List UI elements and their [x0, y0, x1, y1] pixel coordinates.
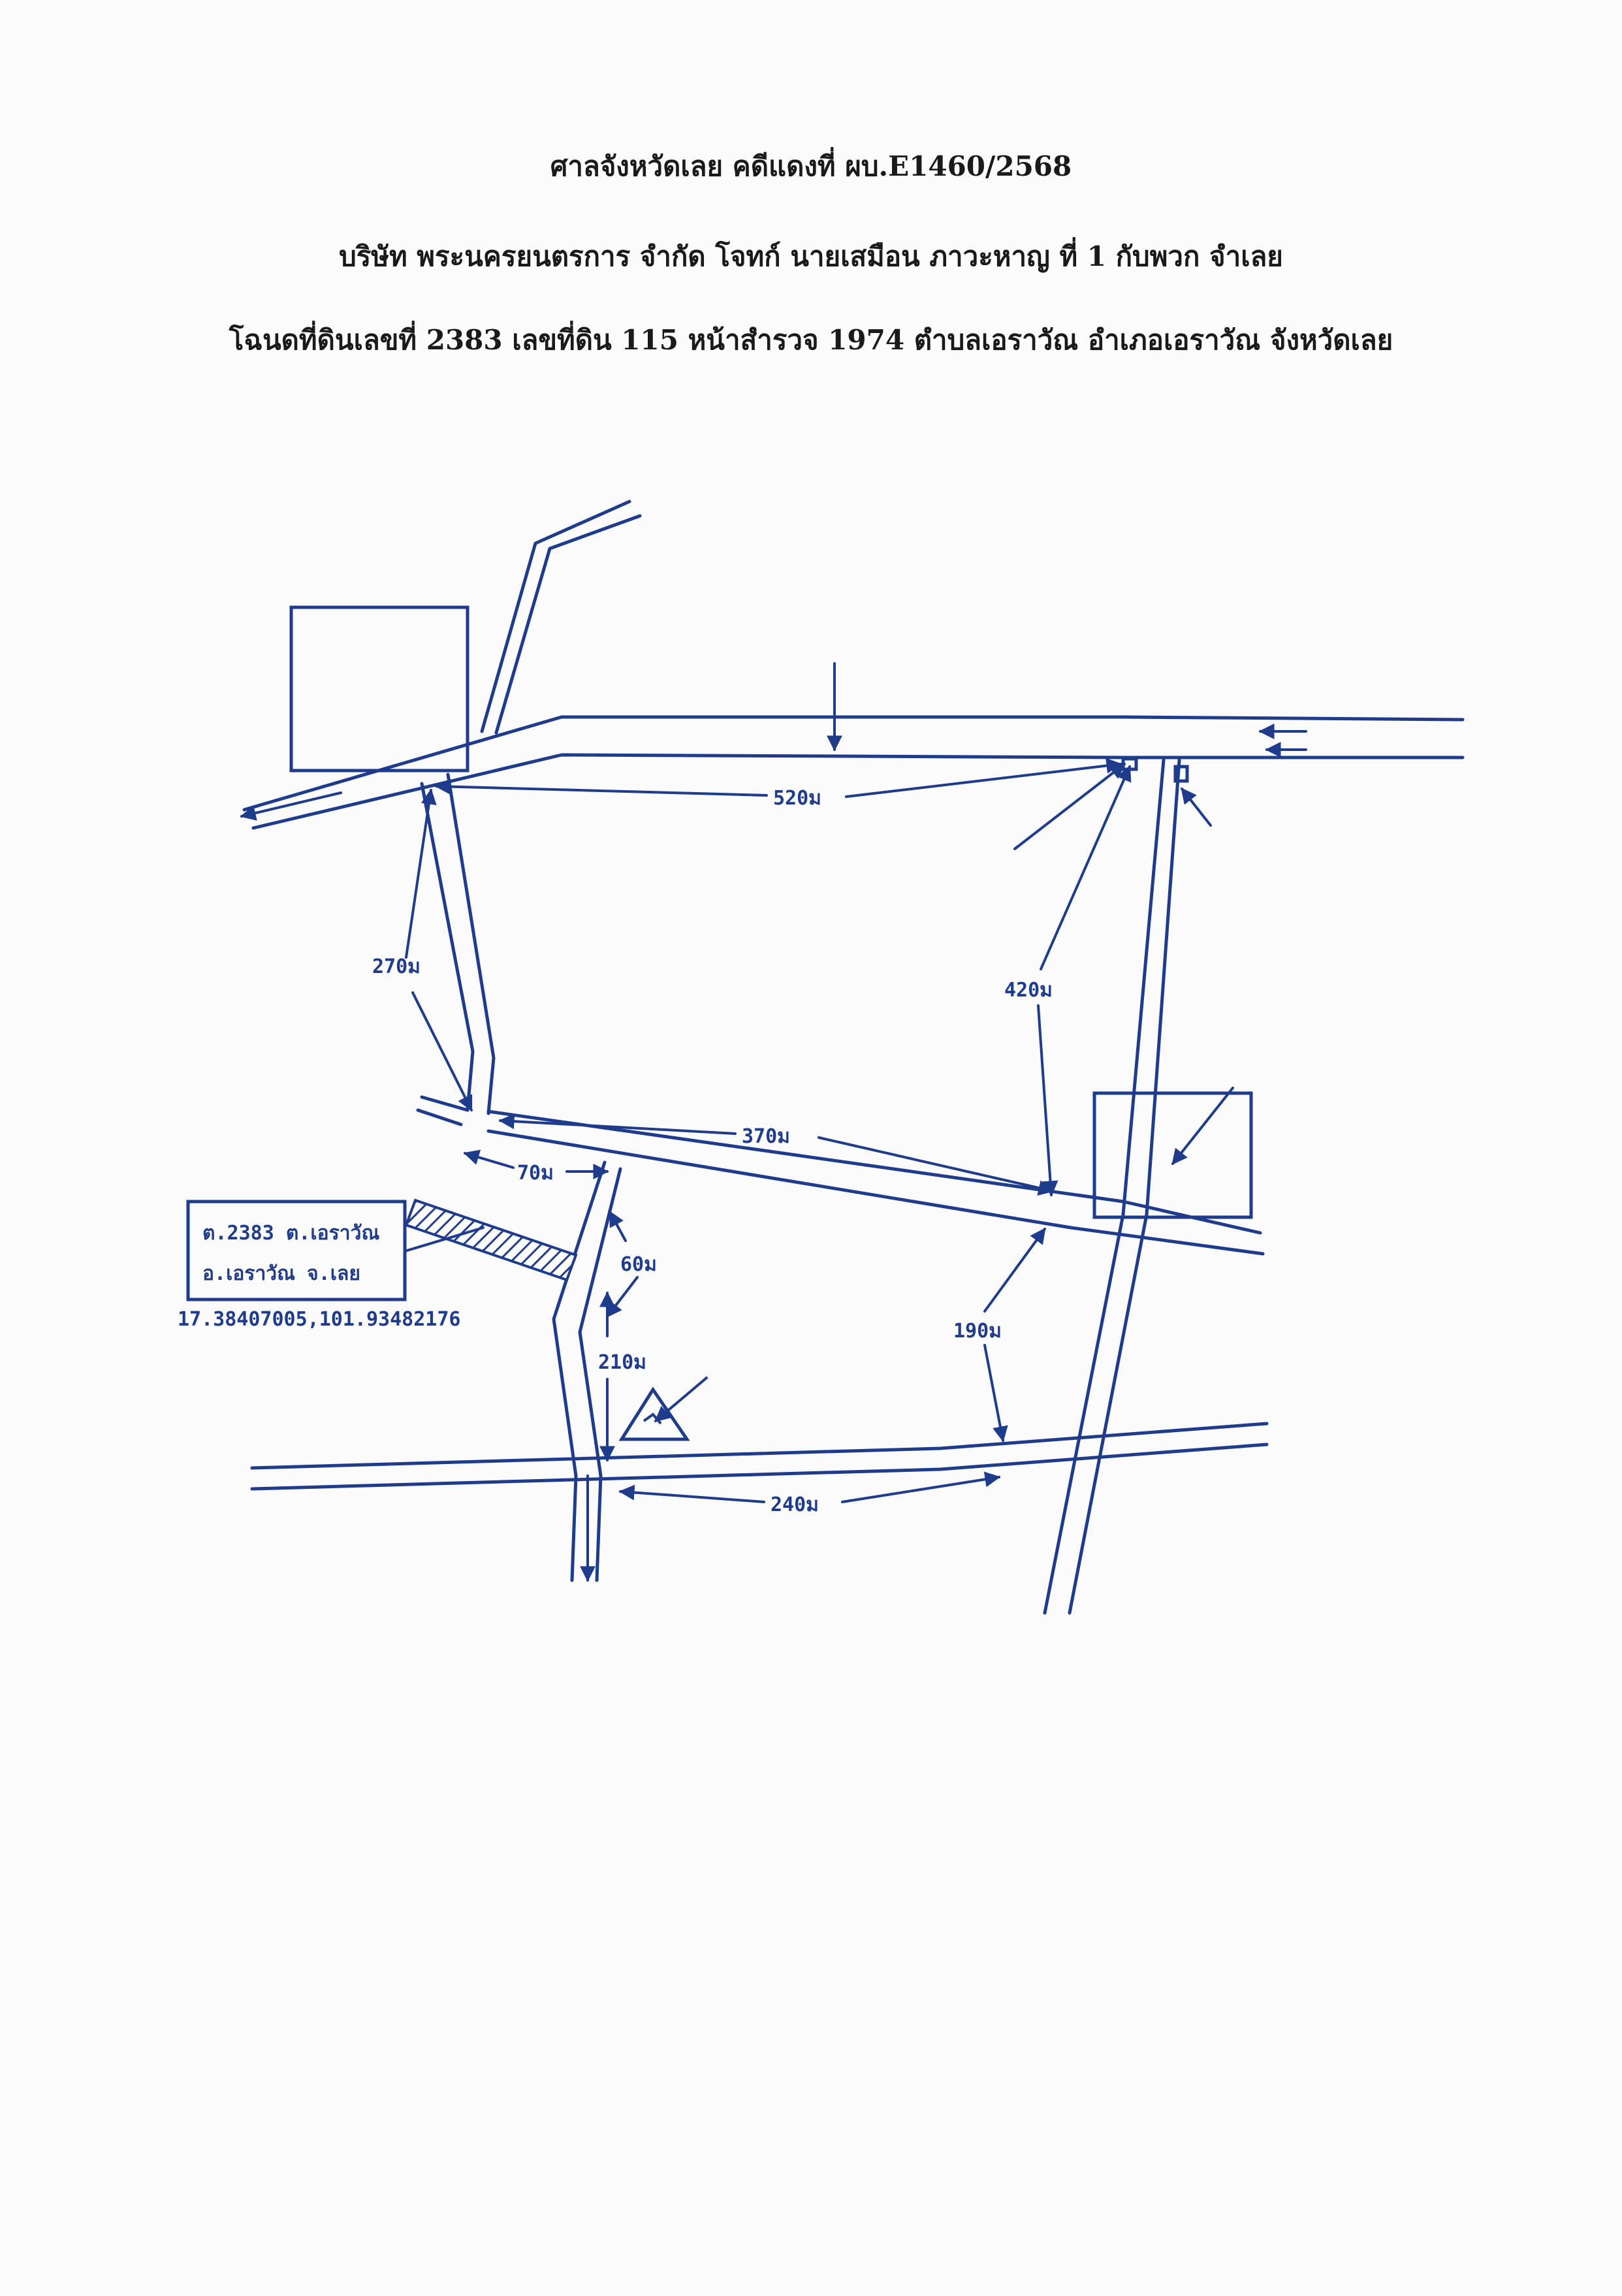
- landmark-box-east: [1092, 1091, 1253, 1219]
- plot-info-line2: อ.เอราวัณ จ.เลย: [202, 1262, 360, 1285]
- distance-arrow: [463, 1149, 515, 1169]
- west-exit-arrow: [240, 791, 342, 821]
- distance-label-left-road: 270ม: [372, 955, 421, 978]
- distance-label-short-down: 60ม: [620, 1253, 657, 1276]
- land-deed-header: โฉนดที่ดินเลขที่ 2383 เลขที่ดิน 115 หน้า…: [229, 324, 1393, 356]
- road-left-stub: [420, 1095, 469, 1112]
- distance-label-top-road: 520ม: [773, 787, 821, 810]
- distance-arrow: [609, 1210, 627, 1242]
- triangle-landmark-icon: [618, 1386, 690, 1441]
- distance-label-down-to-bottom: 210ม: [598, 1351, 646, 1374]
- distance-arrow: [818, 1136, 1055, 1196]
- road-right-vertical: [1068, 758, 1181, 1615]
- distance-arrow: [618, 1484, 765, 1503]
- distance-arrow: [405, 788, 437, 959]
- distance-label-right-diagonal: 420ม: [1004, 979, 1053, 1002]
- road-left-vertical: [446, 773, 496, 1115]
- distance-arrow: [1040, 765, 1132, 970]
- distance-arrow: [411, 991, 473, 1112]
- road-lower-vertical: [552, 1160, 607, 1582]
- court-case-header: ศาลจังหวัดเลย คดีแดงที่ ผบ.E1460/2568: [550, 150, 1072, 182]
- road-bottom: [250, 1422, 1269, 1470]
- distance-arrow: [434, 778, 768, 797]
- plot-pointer: [404, 1226, 485, 1252]
- distance-arrow: [983, 1228, 1046, 1313]
- road-lower-vertical: [578, 1167, 622, 1582]
- road-north-diagonal: [480, 500, 631, 733]
- landmark-box-northwest: [289, 605, 469, 773]
- distance-arrow: [606, 1276, 639, 1318]
- road-left-vertical: [420, 782, 475, 1112]
- hatched-parcel-icon: [404, 1198, 578, 1282]
- road-top-west: [242, 715, 1465, 812]
- distance-arrow: [1037, 1004, 1058, 1197]
- east-label-pointer: [1181, 788, 1212, 827]
- plot-coordinates: 17.38407005,101.93482176: [178, 1308, 460, 1331]
- road-right-vertical: [1043, 758, 1166, 1615]
- junction-marker: [1173, 765, 1189, 783]
- distance-arrow: [845, 757, 1122, 798]
- distance-arrow: [498, 1113, 737, 1135]
- parties-header: บริษัท พระนครยนตรการ จำกัด โจทก์ นายเสมื…: [339, 240, 1283, 272]
- landmark-pointer: [654, 1377, 708, 1422]
- road-top-west: [251, 753, 1465, 830]
- road-middle: [486, 1129, 1265, 1256]
- road-left-stub: [416, 1108, 463, 1126]
- distance-label-bottom-road: 240ม: [771, 1493, 819, 1516]
- distance-arrow: [841, 1471, 1001, 1503]
- distance-label-right-lower: 190ม: [953, 1320, 1002, 1343]
- road-bottom: [250, 1443, 1269, 1491]
- distance-arrow: [983, 1344, 1008, 1443]
- east-box-pointer: [1171, 1087, 1234, 1165]
- roads: [242, 500, 1465, 1615]
- road-north-diagonal: [494, 514, 642, 735]
- plot-info-line1: ต.2383 ต.เอราวัณ: [202, 1222, 379, 1245]
- junction-label-pointer: [1013, 763, 1126, 850]
- distance-label-small-left: 70ม: [517, 1162, 554, 1185]
- distance-label-middle-road: 370ม: [742, 1125, 790, 1148]
